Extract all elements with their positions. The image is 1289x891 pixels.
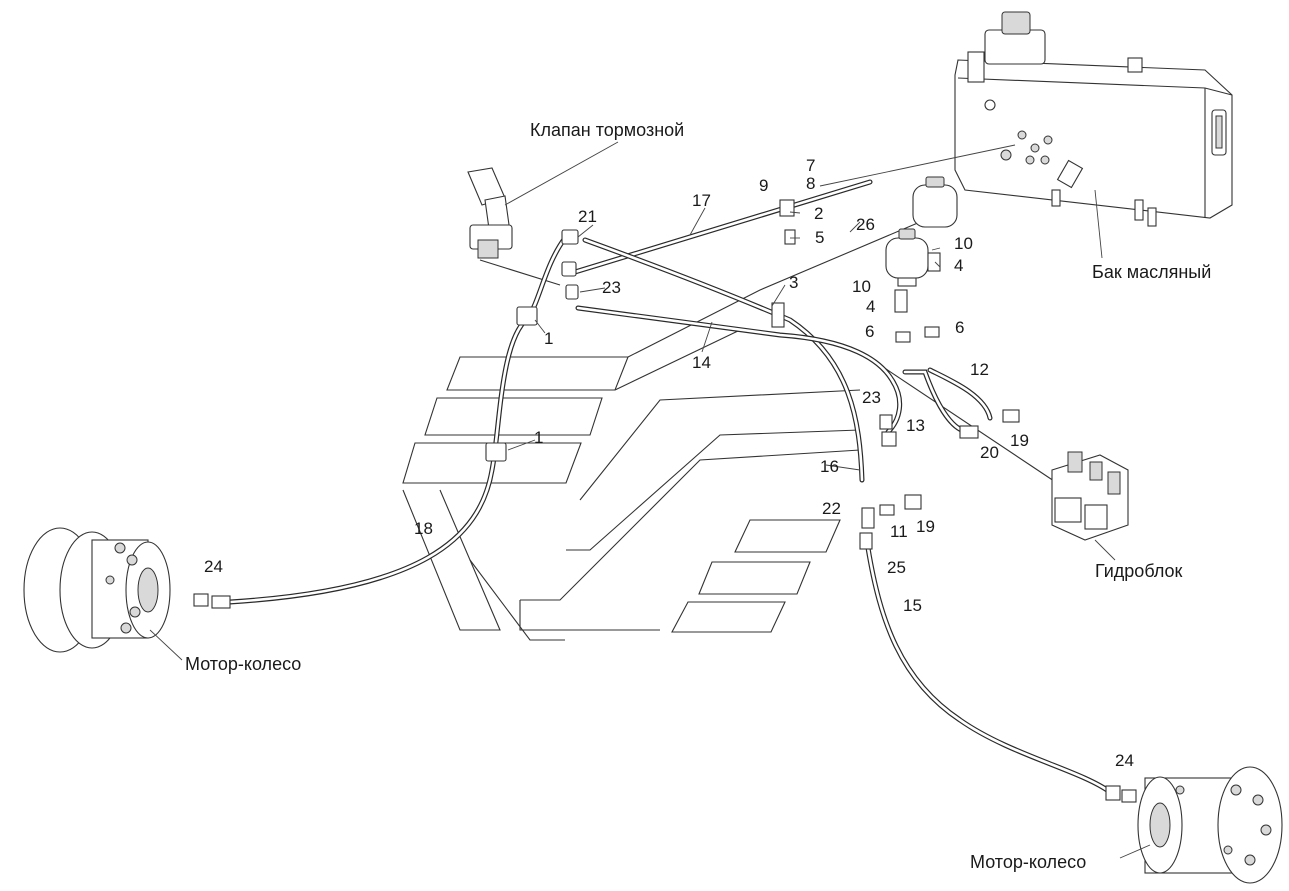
callout-12: 12 <box>970 360 989 379</box>
fittings <box>193 199 1137 803</box>
callout-24b: 24 <box>1115 751 1134 770</box>
callout-24a: 24 <box>204 557 223 576</box>
caption-brake-valve: Клапан тормозной <box>530 120 684 140</box>
callout-13: 13 <box>906 416 925 435</box>
callout-23b: 23 <box>862 388 881 407</box>
filter-canister-lower <box>885 228 929 287</box>
callout-1b: 1 <box>534 428 543 447</box>
caption-oil-tank: Бак масляный <box>1092 262 1211 282</box>
callout-17: 17 <box>692 191 711 210</box>
hydraulic-block <box>1051 451 1129 561</box>
callout-16: 16 <box>820 457 839 476</box>
oil-tank <box>819 11 1233 227</box>
callout-23a: 23 <box>602 278 621 297</box>
hoses <box>227 179 1113 795</box>
callout-10b: 10 <box>852 277 871 296</box>
callout-9: 9 <box>759 176 768 195</box>
caption-motor-wheel-left: Мотор-колесо <box>185 654 301 674</box>
callout-3: 3 <box>789 273 798 292</box>
callout-5: 5 <box>815 228 824 247</box>
callout-6a: 6 <box>865 322 874 341</box>
callout-8: 8 <box>806 174 815 193</box>
vehicle-frame-outline <box>402 221 1061 641</box>
callout-26: 26 <box>856 215 875 234</box>
motor-wheel-right <box>1119 766 1283 884</box>
motor-wheel-left <box>23 527 183 661</box>
callout-2: 2 <box>814 204 823 223</box>
callout-20: 20 <box>980 443 999 462</box>
caption-hydro-block: Гидроблок <box>1095 561 1183 581</box>
callout-19b: 19 <box>916 517 935 536</box>
filter-canister-upper <box>912 176 958 228</box>
callout-14: 14 <box>692 353 711 372</box>
callout-21: 21 <box>578 207 597 226</box>
caption-motor-wheel-right: Мотор-колесо <box>970 852 1086 872</box>
callout-18: 18 <box>414 519 433 538</box>
callout-7: 7 <box>806 156 815 175</box>
callouts: 7 9 8 17 21 2 26 5 10 4 3 23 10 4 1 6 6 … <box>204 156 1134 770</box>
callout-11: 11 <box>890 522 908 541</box>
captions: Клапан тормозной Бак масляный Гидроблок … <box>185 120 1211 872</box>
leader-lines <box>504 141 1103 471</box>
callout-25: 25 <box>887 558 906 577</box>
callout-22: 22 <box>822 499 841 518</box>
callout-15: 15 <box>903 596 922 615</box>
callout-4b: 4 <box>866 297 875 316</box>
callout-19a: 19 <box>1010 431 1029 450</box>
callout-6b: 6 <box>955 318 964 337</box>
callout-1a: 1 <box>544 329 553 348</box>
brake-valve-pedal <box>467 167 561 286</box>
callout-10a: 10 <box>954 234 973 253</box>
callout-4a: 4 <box>954 256 963 275</box>
